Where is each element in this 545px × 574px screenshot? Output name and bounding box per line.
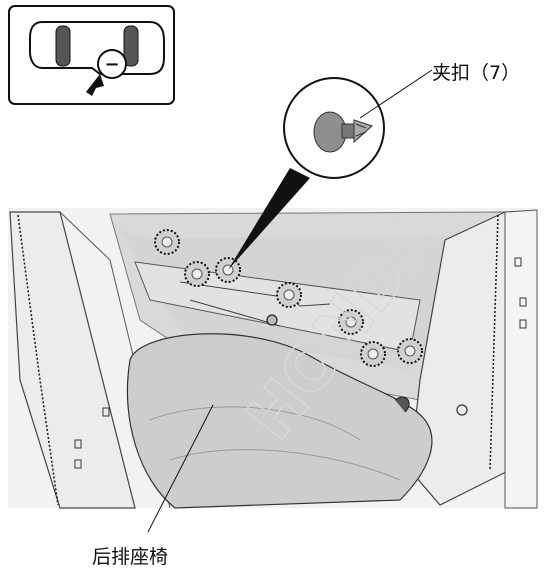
seat-leader-line <box>147 404 214 533</box>
clip-leader-line <box>359 69 433 119</box>
clip-marker <box>154 229 180 255</box>
callout-wedge <box>228 168 310 270</box>
view-marker-icon <box>97 49 127 79</box>
clip-markers <box>154 229 423 367</box>
clip-detail-magnifier <box>283 77 385 179</box>
clip-marker <box>184 261 210 287</box>
left-pillar <box>9 211 136 509</box>
clip-label: 夹扣（7） <box>432 62 520 84</box>
clip-icon <box>313 111 347 153</box>
clip-marker <box>276 282 302 308</box>
locator-inset: − <box>8 5 175 105</box>
seat-label: 后排座椅 <box>92 546 168 568</box>
clip-marker <box>338 309 364 335</box>
clip-marker <box>397 338 423 364</box>
view-arrow-icon <box>86 74 104 96</box>
view-marker-symbol: − <box>104 54 119 75</box>
bolt <box>266 314 278 326</box>
clip-marker <box>360 341 386 367</box>
car-outline-icon <box>29 21 165 75</box>
